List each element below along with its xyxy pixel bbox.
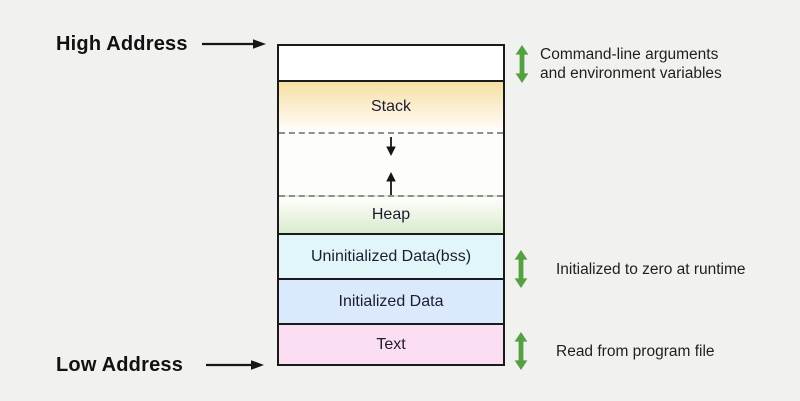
low-address-label: Low Address [56,354,184,376]
arrow-right-icon [202,39,266,49]
memory-layout-box: Stack Heap Uninitialized Data(bss) Initi… [277,44,505,366]
arrow-up-icon [386,172,396,195]
annotation-argv-text: Command-line arguments and environment v… [540,45,722,83]
annotation-program-file-text: Read from program file [556,342,715,360]
annotation-program-file: Read from program file [514,332,715,370]
annotation-argv-env: Command-line arguments and environment v… [515,45,722,83]
section-stack: Stack [279,80,503,132]
section-initialized-data: Initialized Data [279,278,503,323]
heap-label: Heap [371,206,411,223]
bss-label: Uninitialized Data(bss) [310,247,472,265]
text-label: Text [376,335,406,353]
section-text: Text [279,323,503,364]
arrow-down-icon [386,137,396,156]
double-arrow-vertical-icon [514,332,528,370]
section-heap: Heap [279,195,503,233]
double-arrow-vertical-icon [514,250,528,288]
annotation-bss: Initialized to zero at runtime [514,250,746,288]
arrow-right-icon [206,360,264,370]
double-arrow-vertical-icon [515,45,529,83]
annotation-bss-text: Initialized to zero at runtime [556,260,746,278]
annotation-argv-line1: Command-line arguments [540,46,719,63]
initialized-data-label: Initialized Data [338,292,444,310]
stack-label: Stack [370,98,411,115]
high-address-label: High Address [56,33,188,55]
section-argv-env [279,46,503,80]
section-growth-gap [279,132,503,195]
annotation-argv-line2: and environment variables [540,65,722,82]
section-bss: Uninitialized Data(bss) [279,233,503,278]
